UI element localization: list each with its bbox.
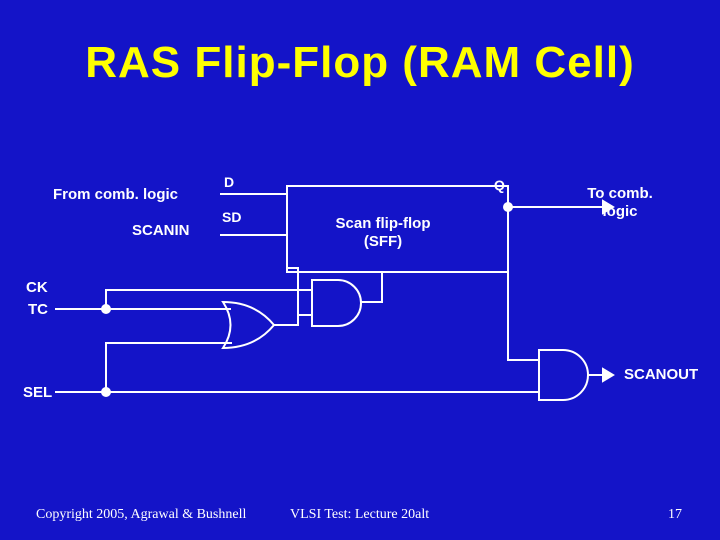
to-comb-line2: logic [602, 203, 637, 220]
to-comb-line1: To comb. [587, 185, 653, 202]
ck-tap-wire [105, 289, 312, 309]
q-to-scanout-wire [507, 207, 539, 361]
sel-tap-wire [105, 342, 232, 392]
d-label: D [224, 174, 234, 190]
tc-label: TC [28, 301, 48, 318]
from-comb-label: From comb. logic [53, 186, 178, 203]
scanout-label: SCANOUT [624, 366, 698, 383]
ck-label: CK [26, 279, 48, 296]
and-output-wire [361, 272, 383, 303]
footer-copyright: Copyright 2005, Agrawal & Bushnell [36, 507, 247, 522]
and-gate [311, 279, 362, 327]
sel-junction-dot [101, 387, 111, 397]
q-arrowhead [602, 199, 615, 215]
scanin-label: SCANIN [132, 222, 190, 239]
ck-junction-dot [101, 304, 111, 314]
q-junction-dot [503, 202, 513, 212]
ff-name-line2: (SFF) [364, 233, 402, 250]
q-label: Q [494, 177, 505, 193]
ff-name-line1: Scan flip-flop [336, 215, 431, 232]
sel-label: SEL [23, 384, 52, 401]
scanout-and-gate [538, 349, 589, 401]
sd-label: SD [222, 209, 241, 225]
footer-lecture: VLSI Test: Lecture 20alt [290, 507, 430, 522]
or-output-wire [274, 267, 299, 326]
footer-page-number: 17 [668, 507, 682, 522]
slide-title: RAS Flip-Flop (RAM Cell) [85, 38, 635, 87]
or-gate [221, 300, 276, 350]
scanout-arrowhead [602, 367, 615, 383]
